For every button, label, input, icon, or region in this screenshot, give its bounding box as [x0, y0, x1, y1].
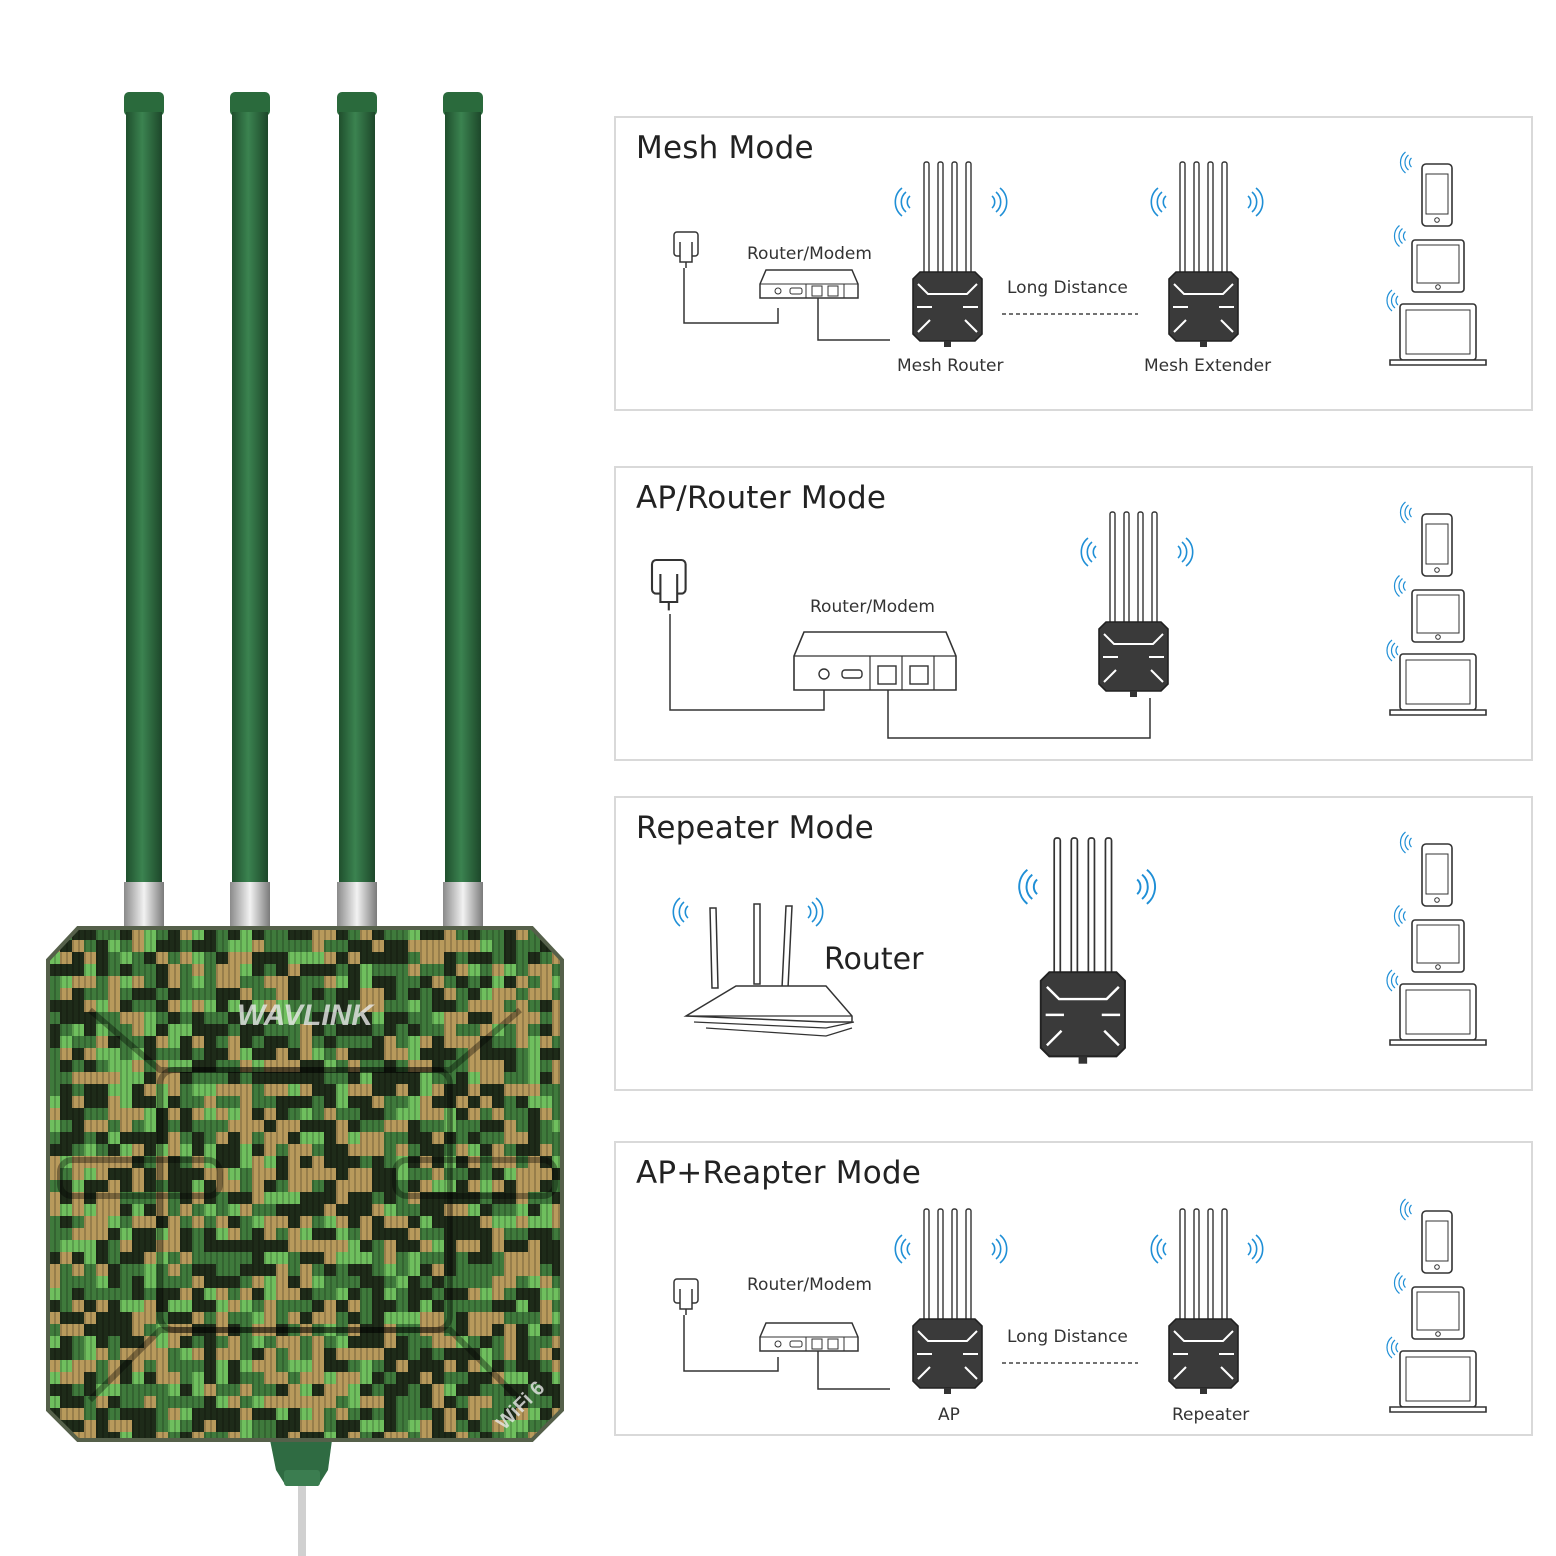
client-devices	[1387, 832, 1486, 1045]
mesh-router-device	[895, 162, 1006, 347]
router-modem-icon	[793, 631, 957, 691]
repeater-device	[1151, 1209, 1262, 1394]
router-body: WAVLINK WiFi 6	[46, 926, 564, 1442]
repeater-device	[1019, 838, 1155, 1064]
panel-title: Repeater Mode	[636, 810, 874, 846]
antenna-2	[230, 92, 270, 928]
ethernet-cable	[887, 690, 1151, 739]
power-cable	[669, 614, 825, 711]
long-distance-label: Long Distance	[1007, 1327, 1128, 1347]
panel-title: AP/Router Mode	[636, 480, 887, 516]
panel-ap-router-mode: AP/Router Mode Router/Modem	[614, 466, 1533, 761]
panel-ap-repeater-mode: AP+Reapter Mode Router/Modem Long Distan…	[614, 1141, 1533, 1436]
antenna-4	[443, 92, 483, 928]
router-modem-icon	[759, 269, 859, 299]
router-modem-label: Router/Modem	[810, 597, 935, 617]
mesh-extender-label: Mesh Extender	[1144, 356, 1272, 376]
long-distance-label: Long Distance	[1007, 278, 1128, 298]
client-devices	[1387, 502, 1486, 715]
router-modem-icon	[759, 1322, 859, 1352]
router-label: Router	[824, 942, 924, 977]
panel-mesh-mode: Mesh Mode Router/Modem Long Distance Mes…	[614, 116, 1533, 411]
panel-title: Mesh Mode	[636, 130, 814, 166]
ap-router-device	[1081, 512, 1192, 697]
panel-title: AP+Reapter Mode	[636, 1155, 922, 1191]
router-modem-label: Router/Modem	[747, 244, 872, 264]
power-outlet-icon	[673, 231, 699, 269]
power-cable	[683, 268, 779, 324]
power-cable	[683, 1315, 779, 1372]
mesh-extender-device	[1151, 162, 1262, 347]
power-outlet-icon	[650, 558, 687, 612]
ap-device	[895, 1209, 1006, 1394]
client-devices	[1387, 1199, 1486, 1412]
ethernet-cable	[817, 1351, 890, 1390]
power-outlet-icon	[673, 1278, 699, 1316]
antenna-1	[124, 92, 164, 928]
mesh-router-label: Mesh Router	[897, 356, 1004, 376]
product-image: WAVLINK WiFi 6	[46, 92, 564, 1556]
cable-gland	[270, 1440, 332, 1556]
client-devices	[1387, 152, 1486, 365]
brand-logo: WAVLINK	[237, 999, 375, 1032]
ethernet-cable	[817, 298, 890, 341]
antenna-3	[337, 92, 377, 928]
router-modem-label: Router/Modem	[747, 1275, 872, 1295]
antenna-group	[124, 92, 483, 928]
ap-label: AP	[938, 1405, 960, 1425]
panel-repeater-mode: Repeater Mode Router	[614, 796, 1533, 1091]
repeater-label: Repeater	[1172, 1405, 1250, 1425]
